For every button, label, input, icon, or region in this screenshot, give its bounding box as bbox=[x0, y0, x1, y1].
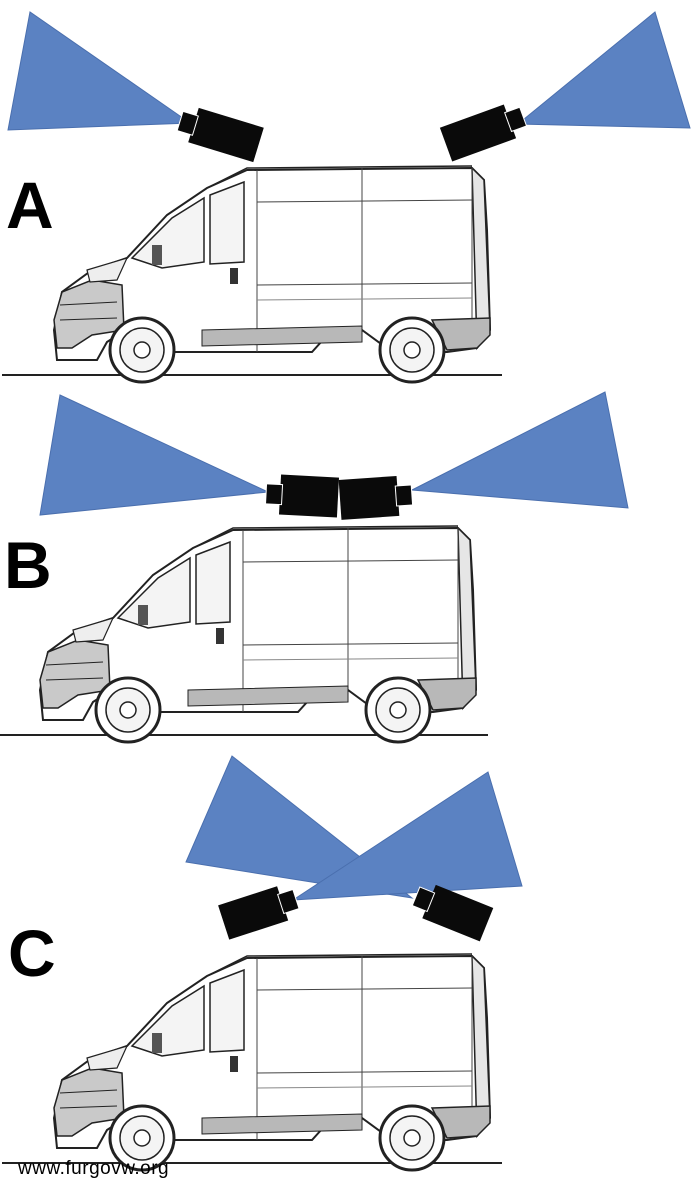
panel-label-c: C bbox=[8, 916, 56, 990]
field-of-view-cone bbox=[39, 394, 270, 516]
camera-icon bbox=[411, 884, 494, 942]
panel-c-drawing bbox=[0, 755, 523, 1172]
camera-icon bbox=[218, 886, 300, 940]
van-icon bbox=[0, 164, 504, 384]
van-icon bbox=[0, 524, 490, 744]
field-of-view-cone bbox=[7, 11, 192, 131]
panel-a: A bbox=[0, 0, 696, 390]
panel-a-drawing bbox=[0, 11, 691, 384]
camera-icon bbox=[265, 474, 340, 518]
van-icon bbox=[0, 952, 504, 1172]
panel-label-a: A bbox=[6, 168, 54, 242]
panel-c: C bbox=[0, 750, 696, 1172]
watermark: www.furgovw.org bbox=[18, 1158, 170, 1179]
field-of-view-cone bbox=[291, 771, 523, 901]
panel-b-drawing bbox=[0, 391, 629, 744]
camera-icon bbox=[338, 475, 414, 520]
field-of-view-cone bbox=[410, 391, 629, 509]
field-of-view-cone bbox=[516, 11, 691, 129]
camera-icon bbox=[439, 104, 528, 162]
panel-label-b: B bbox=[4, 528, 52, 602]
panel-b: B bbox=[0, 390, 696, 760]
camera-icon bbox=[176, 107, 264, 163]
